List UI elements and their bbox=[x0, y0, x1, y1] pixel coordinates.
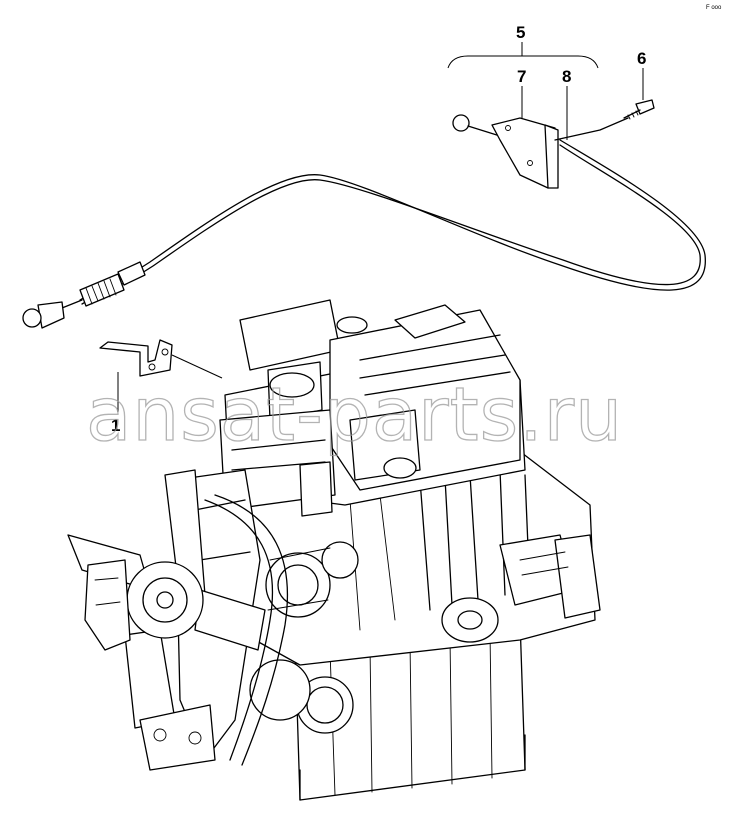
corner-code: F ooo bbox=[706, 5, 722, 11]
bracket-part-1 bbox=[99, 339, 173, 377]
engine-assembly bbox=[67, 299, 601, 801]
throttle-cable bbox=[22, 139, 706, 329]
hand-throttle-lever-part-7 bbox=[452, 114, 629, 189]
callout-8: 8 bbox=[562, 67, 571, 86]
callout-1: 1 bbox=[111, 416, 120, 435]
callout-5-bracket bbox=[447, 55, 599, 69]
callout-1-leader-engine bbox=[171, 354, 223, 379]
screw-part-6 bbox=[623, 99, 655, 120]
callouts: 5 7 8 6 1 bbox=[111, 23, 646, 435]
callout-5: 5 bbox=[516, 23, 525, 42]
cable-ball-end bbox=[22, 301, 65, 329]
callout-6: 6 bbox=[637, 49, 646, 68]
cable-adjuster bbox=[61, 261, 146, 309]
callout-7: 7 bbox=[517, 67, 526, 86]
watermark-text: ansat-parts.ru bbox=[86, 372, 623, 458]
